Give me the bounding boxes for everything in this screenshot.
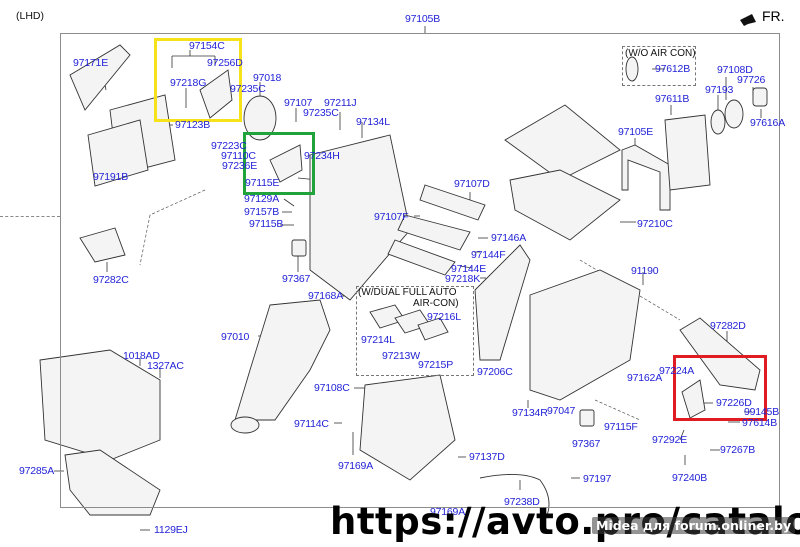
part-97129A[interactable]: 97129A <box>244 193 280 205</box>
part-97256D[interactable]: 97256D <box>207 57 243 69</box>
part-97292E[interactable]: 97292E <box>652 434 688 446</box>
dual-auto-note-line1: (W/DUAL FULL AUTO <box>358 287 457 298</box>
part-97282C[interactable]: 97282C <box>93 274 129 286</box>
assembly-frame <box>60 33 780 508</box>
part-1018AD[interactable]: 1018AD <box>123 350 160 362</box>
part-97168A[interactable]: 97168A <box>308 290 344 302</box>
part-97105E[interactable]: 97105E <box>618 126 654 138</box>
part-91190[interactable]: 91190 <box>631 265 659 277</box>
part-97213W[interactable]: 97213W <box>382 350 420 362</box>
part-97216L[interactable]: 97216L <box>427 311 461 323</box>
highlight-red <box>673 355 767 421</box>
front-arrow-icon <box>740 14 756 26</box>
part-97157B[interactable]: 97157B <box>244 206 280 218</box>
part-97267B[interactable]: 97267B <box>720 444 756 456</box>
part-97137D[interactable]: 97137D <box>469 451 505 463</box>
part-97206C[interactable]: 97206C <box>477 366 513 378</box>
part-97218K[interactable]: 97218K <box>445 273 481 285</box>
part-99145B[interactable]: 99145B <box>744 406 780 418</box>
part-97282D[interactable]: 97282D <box>710 320 746 332</box>
part-97107[interactable]: 97107 <box>284 97 313 109</box>
part-97123B[interactable]: 97123B <box>175 119 211 131</box>
part-97107F[interactable]: 97107F <box>374 211 409 223</box>
part-97107D[interactable]: 97107D <box>454 178 490 190</box>
highlight-green <box>243 132 315 195</box>
part-97215P[interactable]: 97215P <box>418 359 454 371</box>
part-97144F[interactable]: 97144F <box>471 249 506 261</box>
wo-air-con-box <box>622 46 696 86</box>
part-97169A[interactable]: 97169A <box>338 460 374 472</box>
part-1327AC[interactable]: 1327AC <box>147 360 184 372</box>
part-97616A[interactable]: 97616A <box>750 117 786 129</box>
part-97115B[interactable]: 97115B <box>249 218 284 230</box>
part-97611B[interactable]: 97611B <box>655 93 690 105</box>
highlight-yellow <box>154 38 242 122</box>
part-97236E[interactable]: 97236E <box>222 160 258 172</box>
part-97235C-b[interactable]: 97235C <box>303 107 339 119</box>
front-direction-label: FR. <box>762 8 785 24</box>
part-97285A[interactable]: 97285A <box>19 465 55 477</box>
part-97223C[interactable]: 97223C <box>211 140 247 152</box>
part-97214L[interactable]: 97214L <box>361 334 395 346</box>
left-break-line <box>0 216 60 217</box>
part-97010[interactable]: 97010 <box>221 331 250 343</box>
part-97224A[interactable]: 97224A <box>659 365 695 377</box>
part-97210C[interactable]: 97210C <box>637 218 673 230</box>
part-97110C[interactable]: 97110C <box>221 150 256 162</box>
part-97238D[interactable]: 97238D <box>504 496 540 508</box>
part-97193[interactable]: 97193 <box>705 84 734 96</box>
part-97115E[interactable]: 97115E <box>245 177 280 189</box>
part-97108D[interactable]: 97108D <box>717 64 753 76</box>
part-97114C[interactable]: 97114C <box>294 418 329 430</box>
part-97144E[interactable]: 97144E <box>451 263 487 275</box>
assembly-label[interactable]: 97105B <box>405 13 441 25</box>
part-1129EJ[interactable]: 1129EJ <box>154 524 188 536</box>
variant-label: (LHD) <box>16 10 44 22</box>
part-97240B[interactable]: 97240B <box>672 472 708 484</box>
dual-auto-note-line2: AIR-CON) <box>413 298 459 309</box>
part-97018[interactable]: 97018 <box>253 72 282 84</box>
part-97171E[interactable]: 97171E <box>73 57 109 69</box>
part-97191B[interactable]: 97191B <box>93 171 129 183</box>
part-97134L[interactable]: 97134L <box>356 116 390 128</box>
part-97154C[interactable]: 97154C <box>189 40 225 52</box>
part-97115F[interactable]: 97115F <box>604 421 638 433</box>
watermark-forum: Midea для forum.onliner.by <box>592 517 796 534</box>
wo-air-con-note: (W/O AIR CON) <box>625 48 696 59</box>
part-97162A[interactable]: 97162A <box>627 372 663 384</box>
part-97726[interactable]: 97726 <box>737 74 766 86</box>
part-97047[interactable]: 97047 <box>547 405 576 417</box>
part-97235C[interactable]: 97235C <box>230 83 266 95</box>
part-97197[interactable]: 97197 <box>583 473 612 485</box>
part-97169A-b[interactable]: 97169A <box>430 506 466 518</box>
part-97614B[interactable]: 97614B <box>742 417 778 429</box>
part-97367-b[interactable]: 97367 <box>572 438 601 450</box>
part-97211J[interactable]: 97211J <box>324 97 357 109</box>
part-97134R[interactable]: 97134R <box>512 407 548 419</box>
part-97146A[interactable]: 97146A <box>491 232 527 244</box>
part-97226D[interactable]: 97226D <box>716 397 752 409</box>
part-97612B[interactable]: 97612B <box>655 63 691 75</box>
part-97108C[interactable]: 97108C <box>314 382 350 394</box>
dual-auto-box <box>356 286 474 376</box>
part-97218G[interactable]: 97218G <box>170 77 207 89</box>
part-97367[interactable]: 97367 <box>282 273 311 285</box>
part-97234H[interactable]: 97234H <box>304 150 340 162</box>
